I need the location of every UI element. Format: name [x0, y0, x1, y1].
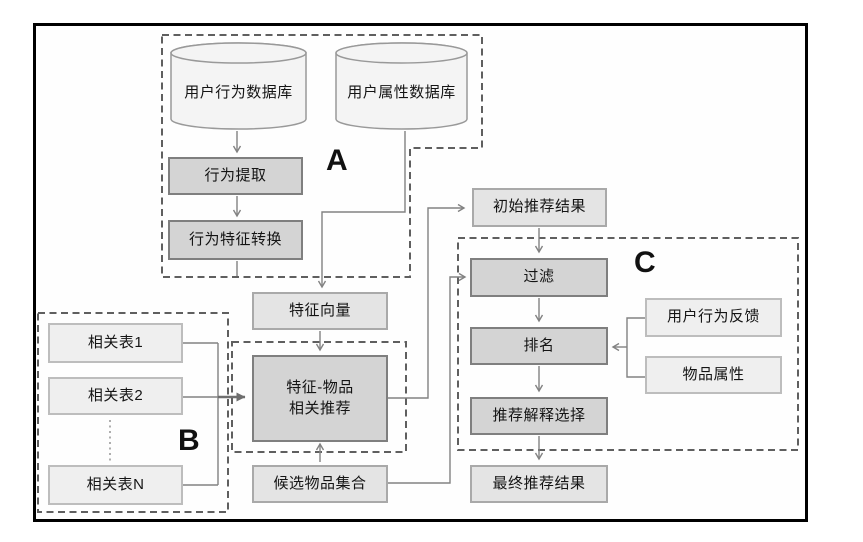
node-feature-vector: 特征向量 [252, 292, 388, 330]
section-label-c: C [634, 246, 656, 279]
node-related-table-n: 相关表N [48, 465, 183, 505]
node-initial-results: 初始推荐结果 [472, 188, 607, 227]
node-final-results: 最终推荐结果 [470, 465, 608, 503]
cylinder-shape [170, 42, 307, 130]
node-label: 用户行为数据库 [184, 84, 293, 101]
node-item-attributes: 物品属性 [645, 356, 782, 394]
node-candidate-items: 候选物品集合 [252, 465, 388, 503]
section-label-b: B [178, 424, 200, 457]
node-filter: 过滤 [470, 258, 608, 297]
node-explanation-selection: 推荐解释选择 [470, 397, 608, 435]
section-label-a: A [326, 144, 348, 177]
node-related-table-2: 相关表2 [48, 377, 183, 415]
node-behavior-feature-conversion: 行为特征转换 [168, 220, 303, 260]
node-user-behavior-db: 用户行为数据库 [170, 42, 307, 131]
node-user-attribute-db: 用户属性数据库 [335, 42, 468, 131]
node-label: 用户属性数据库 [347, 84, 456, 101]
node-user-behavior-feedback: 用户行为反馈 [645, 298, 782, 337]
cylinder-shape [335, 42, 468, 130]
node-label-line1: 特征-物品 [286, 379, 354, 397]
node-related-table-1: 相关表1 [48, 323, 183, 363]
node-label-line2: 相关推荐 [288, 399, 351, 417]
node-behavior-extraction: 行为提取 [168, 157, 303, 195]
node-feature-item-recommendation: 特征-物品 相关推荐 [252, 355, 388, 442]
node-ranking: 排名 [470, 327, 608, 365]
